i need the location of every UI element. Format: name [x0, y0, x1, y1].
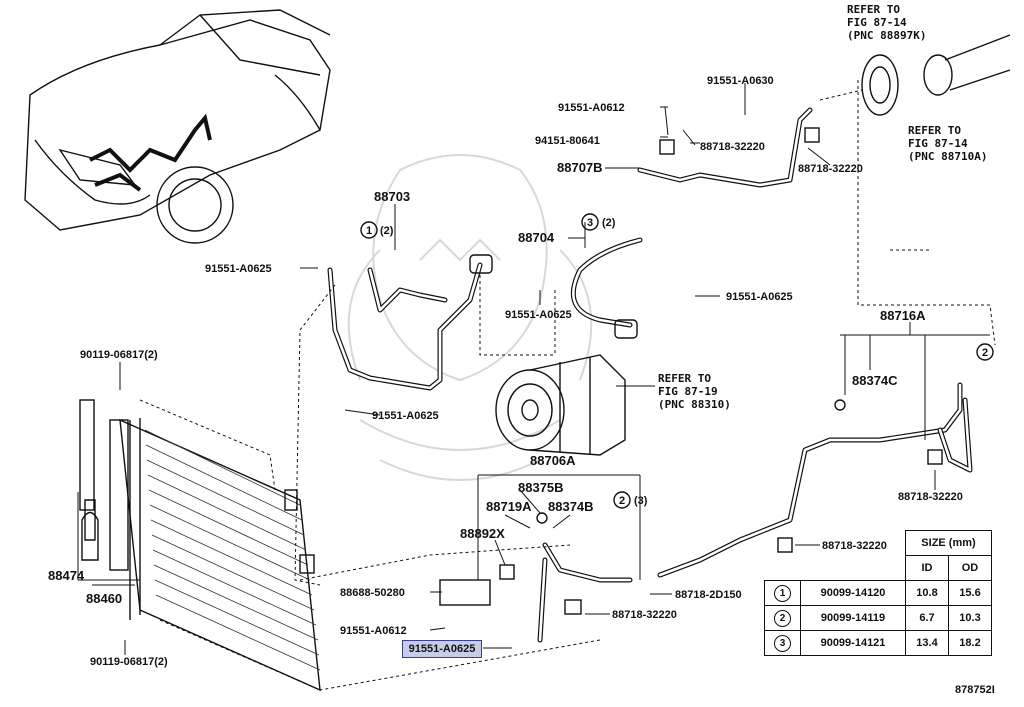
- label-88460: 88460: [86, 591, 122, 606]
- label-88718-32220-a: 88718-32220: [700, 141, 765, 153]
- refer-88710A-line1: REFER TO: [908, 124, 961, 137]
- label-91551-A0625-left: 91551-A0625: [205, 263, 272, 275]
- label-88892X: 88892X: [460, 526, 505, 541]
- figure-number: 878752I: [955, 684, 995, 696]
- label-91551-A0625-mid: 91551-A0625: [505, 309, 572, 321]
- refer-88897K-line3: (PNC 88897K): [847, 29, 926, 42]
- table-row: 3 90099-14121 13.4 18.2: [764, 630, 992, 656]
- label-88718-32220-b: 88718-32220: [798, 163, 863, 175]
- refer-88710A-line3: (PNC 88710A): [908, 150, 987, 163]
- row-id: 10.8: [905, 580, 949, 606]
- marker-3-qty: (2): [602, 217, 616, 229]
- marker-circles: [360, 213, 994, 509]
- label-88707B: 88707B: [557, 160, 603, 175]
- row-id: 6.7: [905, 605, 949, 631]
- col-od-header: OD: [948, 555, 992, 581]
- label-88474: 88474: [48, 568, 85, 583]
- row-part: 90099-14119: [800, 605, 906, 631]
- col-id-header: ID: [905, 555, 949, 581]
- label-88375B: 88375B: [518, 480, 564, 495]
- label-88374B: 88374B: [548, 499, 594, 514]
- row-marker: 3: [774, 634, 791, 652]
- label-91551-A0625-right: 91551-A0625: [726, 291, 793, 303]
- label-91551-A0625-lower: 91551-A0625: [372, 410, 439, 422]
- marker-2-mid-qty: (3): [634, 495, 648, 507]
- label-88704: 88704: [518, 230, 555, 245]
- label-88718-32220-c: 88718-32220: [898, 491, 963, 503]
- marker-3: 3: [587, 217, 593, 229]
- row-od: 10.3: [948, 605, 992, 631]
- refer-88897K-line2: FIG 87-14: [847, 16, 907, 29]
- label-91551-A0612-top: 91551-A0612: [558, 102, 625, 114]
- watermark-logo: [347, 154, 593, 481]
- label-90119-bottom: 90119-06817(2): [90, 656, 168, 668]
- refer-88310-line3: (PNC 88310): [658, 398, 731, 411]
- condenser-88460: [79, 399, 321, 692]
- label-90119-top: 90119-06817(2): [80, 349, 158, 361]
- label-88688-50280: 88688-50280: [340, 587, 405, 599]
- marker-2-right: 2: [982, 347, 988, 359]
- row-part: 90099-14121: [800, 630, 906, 656]
- marker-1: 1: [366, 225, 372, 237]
- label-94151-80641: 94151-80641: [535, 135, 600, 147]
- marker-1-qty: (2): [380, 225, 394, 237]
- label-91551-A0630: 91551-A0630: [707, 75, 774, 87]
- table-row: 1 90099-14120 10.8 15.6: [764, 580, 992, 606]
- table-row: 2 90099-14119 6.7 10.3: [764, 605, 992, 631]
- label-88718-32220-e: 88718-32220: [612, 609, 677, 621]
- row-marker: 2: [774, 609, 791, 627]
- label-88718-2D150: 88718-2D150: [675, 589, 742, 601]
- row-part: 90099-14120: [800, 580, 906, 606]
- label-88716A: 88716A: [880, 308, 926, 323]
- row-od: 18.2: [948, 630, 992, 656]
- row-od: 15.6: [948, 580, 992, 606]
- dashed-guides: [139, 80, 996, 691]
- label-91551-A0612-bottom: 91551-A0612: [340, 625, 407, 637]
- highlighted-part-label[interactable]: 91551-A0625: [402, 640, 482, 658]
- label-88718-32220-d: 88718-32220: [822, 540, 887, 552]
- refer-88310-line1: REFER TO: [658, 372, 711, 385]
- fittings: [439, 34, 1011, 615]
- label-88719A: 88719A: [486, 499, 532, 514]
- car-illustration: [24, 9, 331, 244]
- refer-88710A-line2: FIG 87-14: [908, 137, 968, 150]
- size-table: SIZE (mm) ID OD 1 90099-14120 10.8 15.6 …: [764, 530, 992, 656]
- row-id: 13.4: [905, 630, 949, 656]
- marker-2-mid: 2: [619, 495, 625, 507]
- row-marker: 1: [774, 584, 791, 602]
- leader-lines: [77, 83, 990, 655]
- compressor: [495, 354, 626, 456]
- label-88374C: 88374C: [852, 373, 898, 388]
- highlighted-part-text: 91551-A0625: [408, 643, 476, 655]
- label-88706A: 88706A: [530, 453, 576, 468]
- label-88703: 88703: [374, 189, 410, 204]
- pipes: [327, 107, 973, 643]
- refer-88897K-line1: REFER TO: [847, 3, 900, 16]
- refer-88310-line2: FIG 87-19: [658, 385, 718, 398]
- size-table-header: SIZE (mm): [905, 530, 992, 556]
